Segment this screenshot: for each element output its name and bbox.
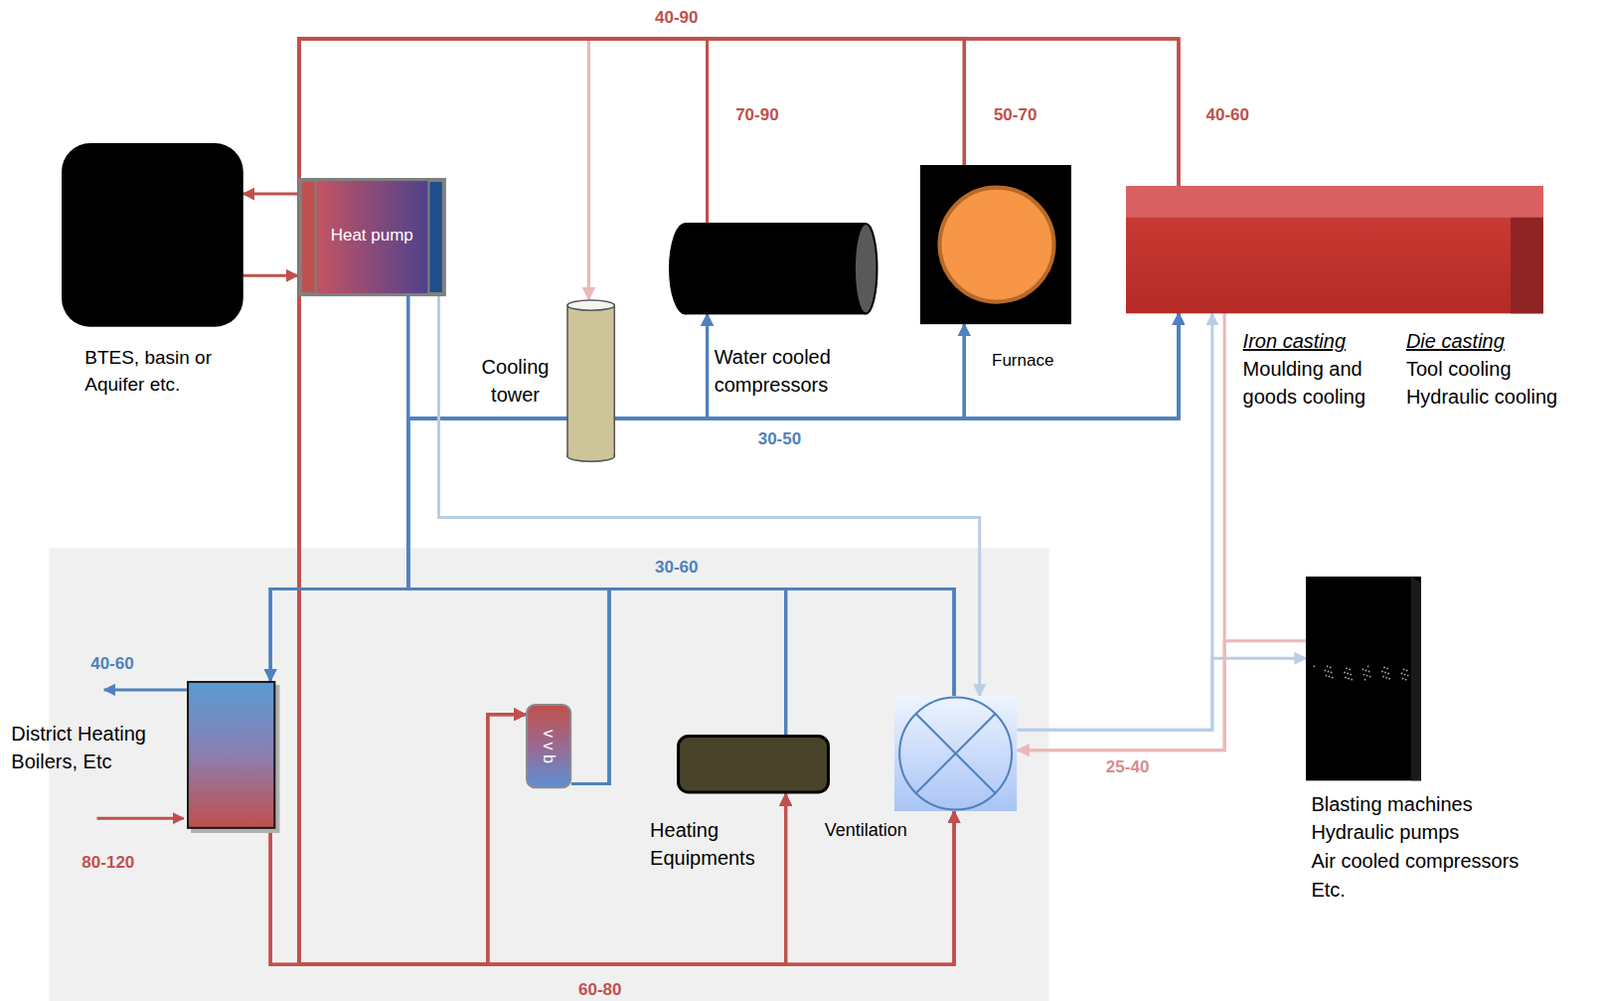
compressor-cylinder-shape xyxy=(668,222,878,315)
node-label: Heat pump xyxy=(298,223,447,248)
pipe-connector xyxy=(299,38,787,964)
casting-line-shape xyxy=(1125,185,1544,314)
machine-cabinet-shape xyxy=(1305,576,1422,781)
pipe-connector xyxy=(270,810,955,964)
furnace-symbol-shape xyxy=(920,164,1072,324)
temperature-label: 70-90 xyxy=(735,105,779,126)
building-zone xyxy=(48,547,1049,1001)
node-label: Heating Equipments xyxy=(649,815,783,872)
temperature-label: 30-50 xyxy=(758,429,801,450)
node-label: District Heating Boilers, Etc xyxy=(10,719,179,776)
machine-cabinet: Blasting machinesHydraulic pumpsAir cool… xyxy=(1305,576,1422,781)
pipe-connector xyxy=(270,714,526,965)
pipe-connector xyxy=(299,38,1179,964)
pipe-connector xyxy=(242,274,298,278)
pipe-connector xyxy=(299,38,964,964)
pipe-connector xyxy=(299,38,708,964)
temperature-label: 40-60 xyxy=(1205,105,1249,126)
pipe-connector xyxy=(1017,313,1213,730)
pipe-connector xyxy=(408,296,965,419)
pipe-connector xyxy=(408,324,965,785)
inlet-pipe xyxy=(97,816,184,820)
pipe-connector xyxy=(439,296,980,697)
node-label: BTES, basin or Aquifer etc. xyxy=(84,344,228,398)
hot-water-tank: v v b xyxy=(525,703,572,789)
pipe-connector xyxy=(242,192,298,196)
pipe-connector xyxy=(299,38,964,964)
pipe-connector xyxy=(408,324,965,697)
pipe-connector xyxy=(1017,313,1225,750)
node-label: Air cooled compressors xyxy=(1310,846,1519,875)
pipe-connector xyxy=(299,38,964,964)
heat-exchanger-shape xyxy=(186,680,276,829)
compressor-cylinder: Water cooled compressors xyxy=(668,222,878,315)
pipe-connector xyxy=(270,588,955,696)
pipe-connector xyxy=(615,313,1179,419)
pipe-connector xyxy=(615,314,707,419)
cooling-tower: Cooling tower xyxy=(566,299,616,463)
pipe-connector xyxy=(408,324,965,736)
pipe-connector xyxy=(1017,657,1307,730)
temperature-label: 60-80 xyxy=(578,979,622,1000)
temperature-label: 80-120 xyxy=(81,852,135,873)
casting-line: Iron castingMoulding and goods coolingDi… xyxy=(1125,185,1544,314)
heat-exchanger: District Heating Boilers, Etc xyxy=(186,680,276,829)
node-label: v v b xyxy=(537,729,560,764)
node-label: Water cooled compressors xyxy=(714,342,878,399)
node-label: Cooling tower xyxy=(469,352,561,409)
heat-pump: Heat pump xyxy=(298,177,447,297)
cooling-tower-shape xyxy=(566,299,616,463)
pipe-connector xyxy=(299,38,1179,964)
node-label: Blasting machines xyxy=(1310,790,1472,818)
node-label: Iron casting xyxy=(1243,326,1397,355)
pipe-connector xyxy=(1017,640,1307,751)
pipe-connector xyxy=(408,313,1179,784)
node-label: Etc. xyxy=(1310,875,1345,904)
temperature-label: 40-60 xyxy=(90,653,134,674)
pipe-connector xyxy=(408,296,708,419)
node-label: Moulding and goods cooling xyxy=(1243,354,1392,411)
temperature-label: 25-40 xyxy=(1106,757,1149,778)
pipe-connector xyxy=(408,313,1179,735)
pipe-connector xyxy=(408,313,1179,696)
heating-unit: Heating Equipments xyxy=(676,734,830,795)
outlet-pipe xyxy=(104,687,187,691)
pipe-connector xyxy=(408,314,955,696)
storage-block-shape xyxy=(61,143,244,327)
node-label: Furnace xyxy=(991,348,1084,373)
storage-block: BTES, basin or Aquifer etc. xyxy=(61,143,244,327)
pipe-connector xyxy=(615,324,964,419)
pipe-connector xyxy=(270,794,787,964)
temperature-label: 30-60 xyxy=(654,557,698,578)
node-label: Die casting xyxy=(1406,326,1560,355)
temperature-label: 40-90 xyxy=(654,7,698,28)
pipe-connector xyxy=(299,38,955,964)
ventilation-unit-shape xyxy=(894,695,1017,811)
node-label: Hydraulic pumps xyxy=(1310,817,1459,846)
pipe-connector xyxy=(299,38,1179,964)
node-label: Ventilation xyxy=(824,817,938,843)
furnace-symbol: Furnace xyxy=(920,164,1072,324)
node-label: Tool cooling Hydraulic cooling xyxy=(1406,354,1591,411)
temperature-label: 50-70 xyxy=(993,105,1037,126)
ventilation-unit: Ventilation xyxy=(894,695,1017,811)
heating-unit-shape xyxy=(676,734,830,795)
